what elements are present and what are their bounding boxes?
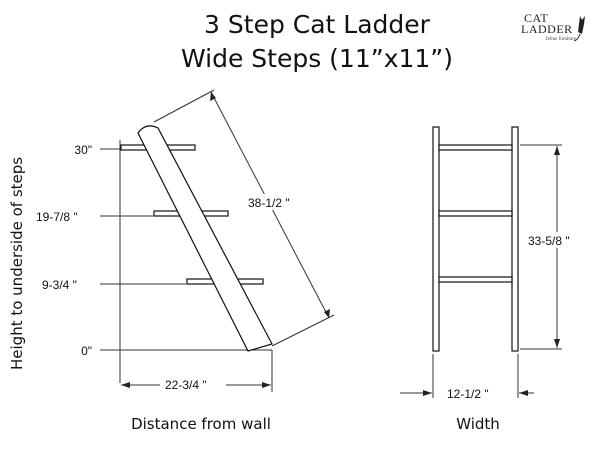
length-extension-top [153, 89, 215, 123]
front-rail-left [432, 126, 440, 352]
front-width-arrow-left [423, 390, 432, 396]
front-view-caption: Width [456, 415, 500, 433]
wall-distance-label: 22-3/4 " [165, 378, 207, 392]
distance-arrow-right [262, 382, 271, 388]
front-height-arrow-top [554, 146, 560, 155]
cat-ladder-logo: CAT LADDER feline furniture [521, 11, 585, 42]
length-arrow-bottom [324, 309, 330, 318]
height-label-9: 9-3/4 " [42, 278, 77, 292]
front-step-middle [438, 210, 513, 217]
front-view: 33-5/8 " 12-1/2 " Width [400, 126, 588, 433]
ladder-length-label: 38-1/2 " [248, 196, 290, 210]
distance-label-bg [160, 376, 226, 392]
distance-arrow-left [121, 382, 130, 388]
front-height-arrow-bottom [554, 339, 560, 348]
height-axis-label: Height to underside of steps [8, 157, 26, 370]
cat-silhouette-icon [573, 16, 585, 42]
front-rail-right [511, 126, 519, 352]
length-arrow-top [210, 92, 216, 101]
front-width-arrow-right [519, 390, 528, 396]
logo-text-ladder: LADDER [521, 22, 573, 36]
front-step-top [438, 144, 513, 151]
length-label-bg [244, 194, 304, 210]
length-extension-bottom [271, 314, 335, 347]
front-height-label-bg [526, 232, 588, 248]
front-height-label: 33-5/8 " [528, 234, 570, 248]
title-line-1: 3 Step Cat Ladder [204, 10, 431, 39]
height-label-19: 19-7/8 " [36, 210, 78, 224]
front-width-label: 12-1/2 " [447, 387, 489, 401]
side-rail [137, 125, 273, 352]
front-step-bottom [438, 276, 513, 283]
height-label-0: 0" [81, 344, 92, 358]
logo-tagline: feline furniture [546, 37, 577, 42]
logo-text-cat: CAT [524, 11, 548, 25]
height-label-30: 30" [74, 143, 92, 157]
title-line-2: Wide Steps (11”x11”) [181, 44, 453, 73]
side-view: 38-1/2 " 22-3/4 " 30" 19-7/8 " 9-3/4 " 0… [8, 89, 335, 433]
side-view-caption: Distance from wall [131, 415, 271, 433]
